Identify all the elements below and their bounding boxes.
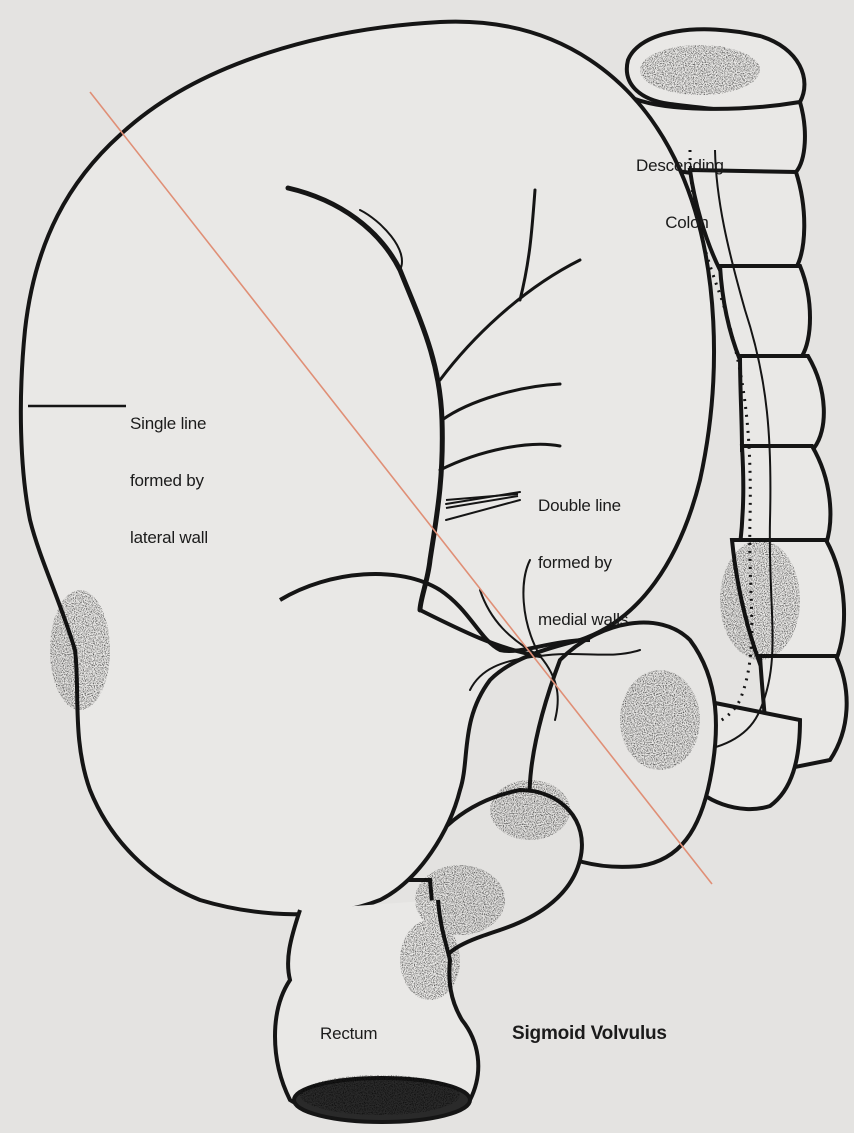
label-descending-colon: Descending Colon	[636, 118, 724, 270]
label-double-line: Double line formed by medial walls	[538, 458, 628, 667]
label-single-line: Single line formed by lateral wall	[130, 376, 208, 585]
diagram-title: Sigmoid Volvulus	[512, 986, 667, 1081]
colon-haustrum-5	[740, 446, 830, 546]
colon-haustrum-4	[740, 356, 824, 450]
label-rectum: Rectum	[320, 986, 377, 1081]
